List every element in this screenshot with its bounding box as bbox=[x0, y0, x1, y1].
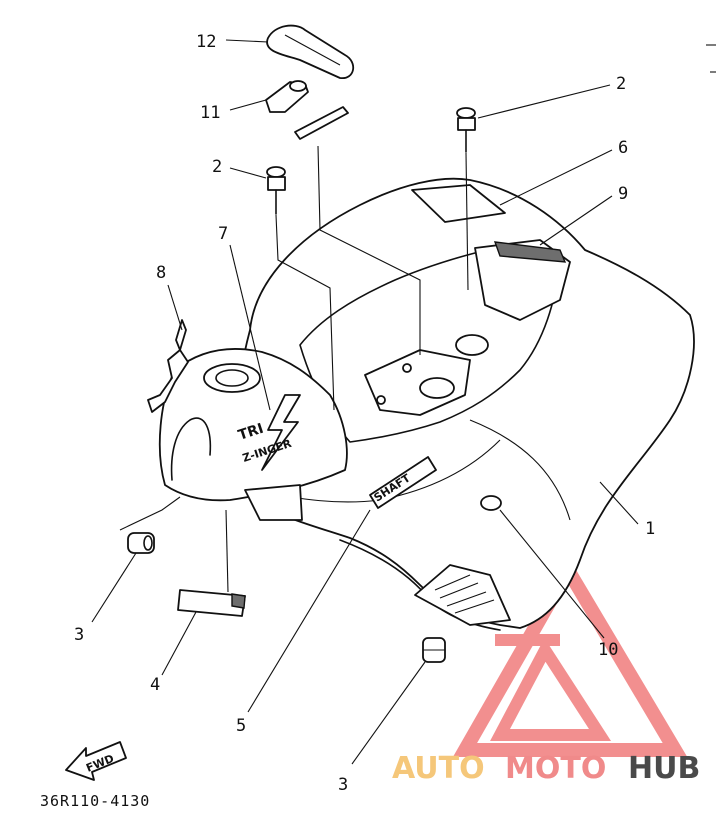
strap-part bbox=[266, 24, 354, 79]
reflector-tab bbox=[231, 593, 246, 609]
rod bbox=[294, 106, 349, 140]
guide-rod bbox=[317, 145, 421, 355]
leader-5 bbox=[247, 509, 371, 713]
strap-inner bbox=[284, 34, 341, 66]
leader-8 bbox=[167, 284, 183, 331]
callout-labels: 12 11 2 2 6 9 7 8 1 10 3 4 5 3 bbox=[74, 32, 655, 795]
fender-right-skirt bbox=[469, 419, 571, 521]
callout-6: 6 bbox=[618, 138, 628, 158]
fuel-filler-inner bbox=[215, 369, 249, 387]
bolt-right bbox=[456, 107, 476, 153]
bolt-left-head bbox=[266, 166, 286, 178]
leader-11 bbox=[229, 99, 267, 111]
callout-1: 1 bbox=[645, 519, 655, 539]
assembly-guides bbox=[119, 145, 469, 593]
cowl-arch bbox=[170, 417, 212, 481]
leader-3-lower bbox=[351, 661, 426, 765]
leader-2-right bbox=[477, 84, 611, 119]
reflector bbox=[177, 589, 246, 617]
callout-12: 12 bbox=[196, 32, 216, 52]
clip-end bbox=[289, 80, 307, 92]
clip-and-rod bbox=[265, 80, 349, 140]
cowl-bracket bbox=[244, 484, 303, 521]
callout-11: 11 bbox=[200, 103, 220, 123]
damper-lower bbox=[422, 637, 446, 663]
shaft-decal-plate bbox=[369, 456, 437, 509]
fuel-cap-hole bbox=[455, 334, 489, 356]
callout-4: 4 bbox=[150, 675, 160, 695]
leader-1 bbox=[599, 481, 639, 525]
callout-2-left: 2 bbox=[212, 157, 222, 177]
leader-9 bbox=[539, 195, 613, 246]
side-decal bbox=[147, 319, 189, 413]
bolt-right-collar bbox=[457, 117, 476, 131]
callout-5: 5 bbox=[236, 716, 246, 736]
callout-2-right: 2 bbox=[616, 74, 626, 94]
guide-damper-upper bbox=[119, 496, 181, 531]
leader-10 bbox=[499, 509, 605, 639]
watermark-triangle-inner bbox=[490, 638, 612, 741]
leader-7 bbox=[229, 244, 271, 411]
callout-9: 9 bbox=[618, 184, 628, 204]
guide-bolt-left bbox=[275, 214, 335, 411]
leader-2-left bbox=[229, 167, 267, 179]
callout-3-lower: 3 bbox=[338, 775, 348, 795]
leader-6 bbox=[499, 149, 613, 206]
callout-7: 7 bbox=[218, 224, 228, 244]
fwd-arrow: FWD bbox=[65, 741, 127, 781]
fuel-filler-ring bbox=[203, 363, 261, 393]
decal-tri-top: TRI bbox=[236, 421, 265, 444]
damper-upper bbox=[127, 532, 155, 554]
watermark-moto: MOTO bbox=[505, 751, 606, 786]
part-code: 36R110-4130 bbox=[40, 792, 150, 810]
fwd-arrow-shape bbox=[65, 741, 127, 781]
step-plate-ribs bbox=[434, 574, 495, 614]
fender-grommet bbox=[480, 495, 502, 511]
damper-upper-hole bbox=[143, 535, 153, 551]
leader-3-upper bbox=[91, 552, 137, 623]
callout-3-upper: 3 bbox=[74, 625, 84, 645]
lightning-decal bbox=[261, 394, 301, 471]
leader-12 bbox=[225, 39, 269, 43]
inner-panel-hole bbox=[419, 377, 455, 399]
leader-lines bbox=[91, 39, 639, 765]
mount-hole-left bbox=[376, 395, 386, 405]
damper-upper-body bbox=[127, 532, 155, 554]
front-cowl: TRI Z-INGER SHAFT bbox=[158, 348, 437, 521]
fender-recess bbox=[299, 246, 561, 443]
callout-10: 10 bbox=[598, 640, 618, 660]
guide-reflector bbox=[225, 509, 229, 593]
step-plate bbox=[414, 564, 511, 626]
strap-body bbox=[266, 24, 354, 79]
leader-4 bbox=[161, 611, 197, 676]
mount-hole-right bbox=[402, 363, 412, 373]
watermark-triangle-outer bbox=[452, 556, 688, 757]
cowl-outline bbox=[158, 348, 348, 502]
callout-8: 8 bbox=[156, 263, 166, 283]
watermark-brand: AUTO MOTO HUB bbox=[392, 751, 700, 786]
guide-bolt-right bbox=[465, 152, 469, 291]
top-plate-decal bbox=[411, 184, 506, 223]
watermark-hub: HUB bbox=[628, 751, 700, 786]
watermark-logo bbox=[452, 556, 688, 757]
watermark-auto: AUTO bbox=[392, 751, 485, 786]
bolt-left-collar bbox=[267, 176, 286, 191]
bolt-left bbox=[266, 166, 286, 215]
bolt-right-head bbox=[456, 107, 476, 119]
tool-box-label bbox=[493, 241, 567, 263]
front-fender bbox=[230, 177, 695, 631]
